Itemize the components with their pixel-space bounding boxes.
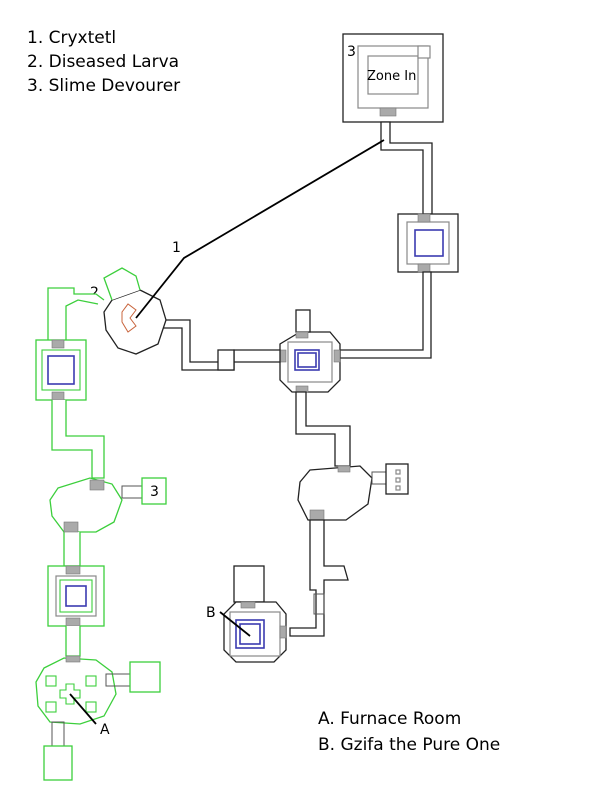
legend-text: Furnace Room [340, 709, 462, 729]
legend-item-b: B. Gzifa the Pure One [318, 735, 500, 755]
south-room [297, 463, 409, 521]
zone-in-room: 3 Zone In [342, 33, 444, 123]
larva-room: 2 [90, 285, 167, 355]
zone-in-label: Zone In [367, 69, 416, 84]
marker-2: 2 [90, 285, 99, 301]
marker-3-zone: 3 [347, 44, 356, 60]
legend-letter: B. [318, 735, 336, 755]
legend-text: Cryxtetl [48, 28, 117, 48]
gzifa-room: B [206, 565, 287, 663]
corridor [289, 519, 349, 637]
corridor [339, 271, 432, 359]
legend-text: Slime Devourer [48, 76, 181, 96]
corridor [380, 121, 433, 215]
stairs [313, 593, 325, 615]
marker-1: 1 [172, 240, 181, 256]
pointer-line-1 [135, 139, 385, 319]
legend-text: Gzifa the Pure One [340, 735, 501, 755]
pointer-line-a [69, 693, 97, 725]
legend-item-a: A. Furnace Room [318, 709, 461, 729]
corridor-segment [217, 349, 235, 371]
legend-number: 1. [27, 28, 44, 48]
legend-number: 3. [27, 76, 44, 96]
central-hub-room [279, 309, 341, 393]
right-room [397, 213, 459, 273]
legend-number: 2. [27, 52, 44, 72]
legend-item-2: 2. Diseased Larva [27, 52, 179, 72]
corridor [295, 391, 351, 467]
marker-3: 3 [150, 484, 159, 500]
green-section: 3 A [35, 267, 167, 781]
marker-a: A [100, 722, 110, 738]
marker-b: B [206, 605, 216, 621]
legend-item-3: 3. Slime Devourer [27, 76, 180, 96]
legend-item-1: 1. Cryxtetl [27, 28, 116, 48]
pointer-line-b [219, 611, 251, 637]
legend-text: Diseased Larva [48, 52, 180, 72]
legend-letter: A. [318, 709, 335, 729]
